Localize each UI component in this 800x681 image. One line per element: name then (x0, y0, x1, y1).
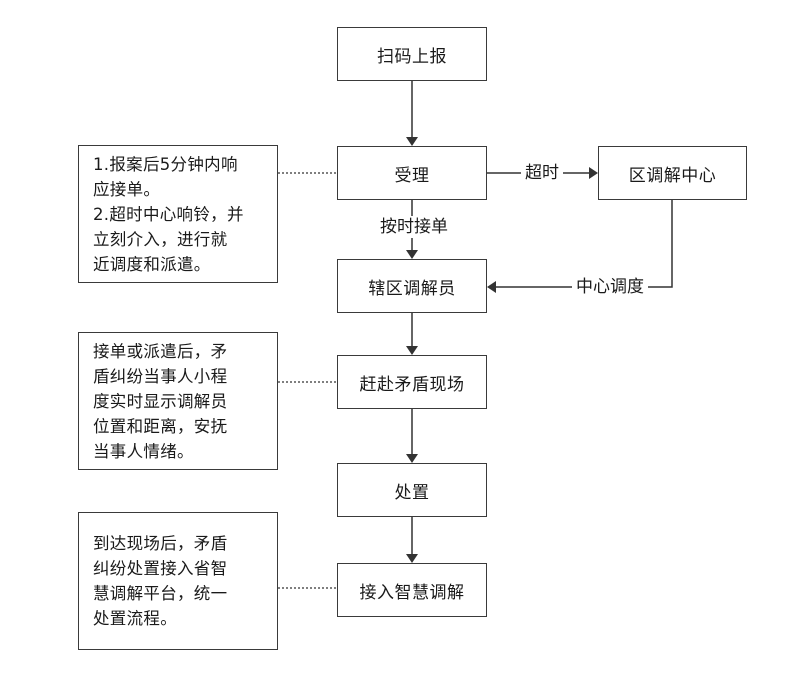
arrow-scan-to-accept-head (406, 137, 418, 146)
node-smart-mediation-label: 接入智慧调解 (359, 582, 465, 603)
note-3: 到达现场后，矛盾 纠纷处置接入省智 慧调解平台，统一 处置流程。 (78, 512, 278, 650)
arrow-mediator-to-scene-head (406, 346, 418, 355)
note-1-line: 立刻介入，进行就 (93, 229, 228, 249)
node-accept: 受理 (337, 146, 487, 200)
node-handle-label: 处置 (394, 482, 430, 503)
node-mediator-label: 辖区调解员 (368, 278, 456, 299)
edge-label-timeout: 超时 (521, 162, 563, 184)
edge-label-on-time: 按时接单 (376, 216, 452, 238)
arrow-center-to-mediator-line (495, 200, 673, 288)
node-scan-report-label: 扫码上报 (377, 46, 447, 67)
node-handle: 处置 (337, 463, 487, 517)
node-go-to-scene-label: 赶赴矛盾现场 (359, 374, 465, 395)
edge-label-center-dispatch: 中心调度 (572, 276, 648, 298)
arrow-handle-to-smart-head (406, 554, 418, 563)
arrow-scene-to-handle-head (406, 454, 418, 463)
node-scan-report: 扫码上报 (337, 27, 487, 81)
note-3-line: 到达现场后，矛盾 (93, 534, 228, 553)
arrow-accept-to-center-head (589, 167, 598, 179)
note-3-line: 慧调解平台，统一 (93, 584, 228, 603)
arrow-center-to-mediator-head (487, 281, 496, 293)
node-district-center: 区调解中心 (598, 146, 747, 200)
node-mediator: 辖区调解员 (337, 259, 487, 313)
note-1-line: 近调度和派遣。 (93, 254, 211, 274)
arrow-accept-to-mediator-head (406, 250, 418, 259)
note-2-line: 位置和距离，安抚 (93, 416, 228, 436)
note-1-line: 1.报案后5分钟内响 (93, 154, 238, 174)
node-go-to-scene: 赶赴矛盾现场 (337, 355, 487, 409)
note-3-line: 处置流程。 (93, 609, 177, 628)
note-2-line: 度实时显示调解员 (93, 391, 228, 411)
note-1-line: 2.超时中心响铃，并 (93, 204, 244, 224)
node-district-center-label: 区调解中心 (628, 165, 717, 186)
note-2-line: 盾纠纷当事人小程 (93, 366, 228, 386)
note-2-line: 当事人情绪。 (93, 441, 194, 461)
note-2-line: 接单或派遣后，矛 (93, 341, 228, 361)
note-2: 接单或派遣后，矛 盾纠纷当事人小程 度实时显示调解员 位置和距离，安抚 当事人情… (78, 332, 278, 470)
node-accept-label: 受理 (394, 165, 430, 186)
node-smart-mediation: 接入智慧调解 (337, 563, 487, 617)
note-1: 1.报案后5分钟内响 应接单。 2.超时中心响铃，并 立刻介入，进行就 近调度和… (78, 145, 278, 283)
note-1-line: 应接单。 (93, 179, 161, 199)
note-3-line: 纠纷处置接入省智 (93, 559, 228, 578)
